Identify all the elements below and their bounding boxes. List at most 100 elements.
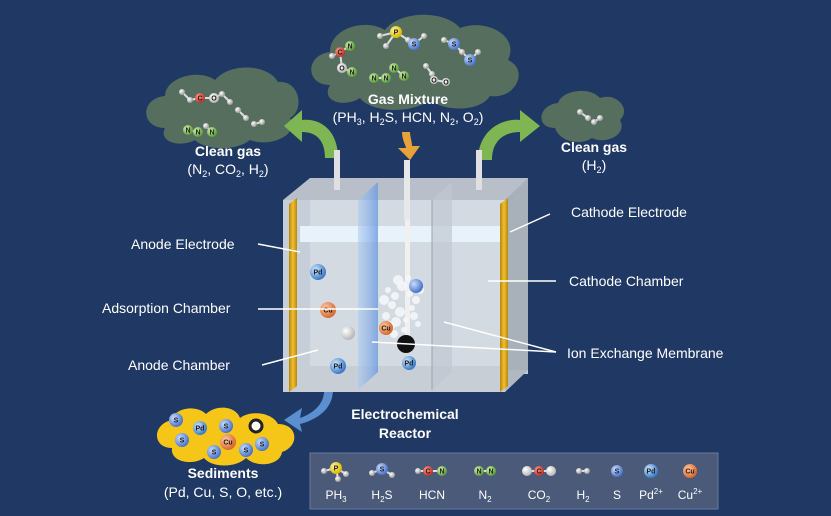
svg-text:S: S — [244, 448, 249, 455]
legend-label: HCN — [419, 488, 445, 502]
svg-text:S: S — [412, 42, 417, 49]
sulfur-atom-icon: S — [169, 413, 183, 427]
sulfur-atom-icon: S — [611, 465, 623, 477]
sulfur-atom-icon: S — [175, 433, 189, 447]
atom-n-icon: N — [183, 125, 193, 135]
bubble — [391, 292, 399, 300]
svg-text:Cu: Cu — [223, 440, 232, 447]
svg-text:N: N — [488, 469, 493, 476]
copper-ion-icon: Cu — [683, 464, 697, 478]
atom-p-icon: P — [330, 462, 342, 474]
legend-label: H2S — [371, 488, 392, 504]
copper-ion-icon: Cu — [379, 321, 393, 335]
sulfur-atom-icon — [409, 279, 423, 293]
clean-gas-right-cloud — [541, 90, 625, 143]
atom-n-icon: N — [207, 127, 217, 137]
svg-text:Pd: Pd — [334, 364, 343, 371]
bubble — [407, 291, 413, 297]
atom-n-icon: N — [486, 466, 496, 476]
atom-o-icon: O — [430, 76, 438, 85]
atom-c-icon: C — [195, 93, 205, 103]
atom-h-icon — [187, 97, 193, 103]
atom-h-icon — [577, 109, 583, 115]
svg-text:S: S — [260, 442, 265, 449]
atom-n-icon: N — [347, 67, 357, 77]
atom-o-icon: O — [442, 78, 450, 87]
ion-exchange-membrane-label: Ion Exchange Membrane — [567, 345, 724, 361]
bubble — [403, 317, 409, 323]
gas-bubbles — [379, 275, 424, 338]
svg-text:N: N — [185, 128, 190, 135]
copper-ion-icon: Cu — [320, 302, 336, 318]
reactor-label-line2: Reactor — [379, 425, 432, 441]
atom-n-icon: N — [389, 63, 399, 73]
atom-h-icon — [459, 49, 465, 55]
pointer-lines — [257, 213, 557, 366]
gas-mixture-cloud — [311, 14, 519, 110]
atom-h-icon — [251, 121, 257, 127]
legend-label: PH3 — [325, 488, 347, 504]
atom-h-icon — [203, 123, 209, 129]
clean-gas-right-title: Clean gas — [561, 139, 627, 155]
h2s-molecule-icon: S — [369, 463, 395, 478]
bubble — [379, 295, 389, 305]
ion-exchange-membrane-left — [358, 182, 378, 390]
atom-h-icon — [383, 43, 389, 49]
atom-n-icon: N — [399, 71, 409, 81]
bubble — [409, 305, 415, 311]
svg-text:Cu: Cu — [323, 308, 332, 315]
bubble — [388, 301, 396, 309]
clean-gas-left-arrow — [284, 110, 338, 158]
sulfur-atom-icon: S — [239, 443, 253, 457]
svg-text:O: O — [211, 96, 217, 103]
svg-text:Pd: Pd — [196, 426, 205, 433]
ion-exchange-membrane-right — [431, 182, 452, 390]
atom-h-icon — [415, 468, 421, 474]
atom-o-icon: O — [337, 63, 347, 73]
cathode-electrode-label: Cathode Electrode — [571, 204, 687, 220]
atom-n-icon: N — [474, 466, 484, 476]
sediments-title: Sediments — [188, 465, 259, 481]
atom-c-icon: C — [534, 466, 544, 476]
ph3-molecule-icon: P — [321, 462, 349, 482]
svg-text:N: N — [347, 44, 352, 51]
svg-text:C: C — [337, 50, 342, 57]
bubble — [395, 307, 405, 317]
bubble — [410, 312, 418, 320]
atom-s-icon: S — [408, 38, 420, 50]
sediments-formula: (Pd, Cu, S, O, etc.) — [164, 484, 282, 500]
bubble — [385, 287, 391, 293]
h2-molecule-icon — [576, 468, 590, 474]
clean-gas-left-title: Clean gas — [195, 143, 261, 159]
atom-h-icon — [576, 468, 582, 474]
svg-text:S: S — [615, 469, 620, 476]
clean-gas-right-molecules — [577, 109, 603, 125]
bubble — [382, 312, 390, 320]
atom-c-icon: C — [423, 466, 433, 476]
svg-text:N: N — [383, 76, 388, 83]
atom-h-icon — [369, 470, 375, 476]
svg-text:C: C — [536, 469, 541, 476]
atom-n-icon: N — [193, 127, 203, 137]
atom-h-icon — [335, 476, 341, 482]
atom-h-icon — [421, 33, 427, 39]
bubble — [412, 296, 420, 304]
svg-text:S: S — [380, 467, 385, 474]
clean-gas-left-formula: (N2, CO2, H2) — [187, 161, 268, 179]
atom-h-icon — [585, 115, 591, 121]
atom-h-icon — [321, 468, 327, 474]
sulfur-atom-icon: S — [207, 445, 221, 459]
adsorption-chamber-label: Adsorption Chamber — [102, 300, 231, 316]
svg-text:S: S — [224, 424, 229, 431]
atom-n-icon: N — [437, 466, 447, 476]
co2-molecule-icon: C — [522, 466, 556, 476]
svg-text:Pd: Pd — [647, 469, 656, 476]
atom-s-icon: S — [376, 463, 388, 475]
svg-text:S: S — [174, 418, 179, 425]
palladium-ion-icon: Pd — [310, 264, 326, 280]
svg-text:S: S — [452, 42, 457, 49]
atom-p-icon: P — [390, 26, 402, 38]
